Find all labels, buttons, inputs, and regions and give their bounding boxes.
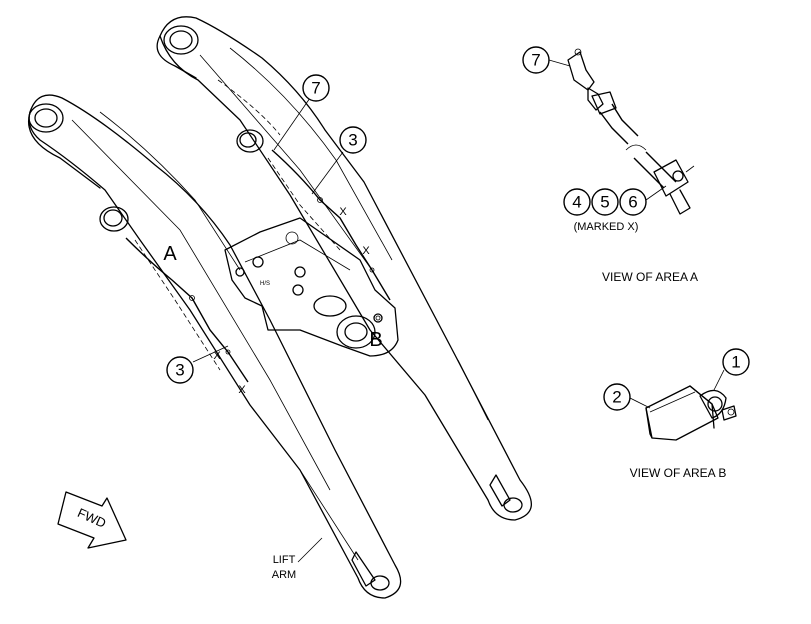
svg-text:2: 2 — [612, 388, 621, 407]
leader-2 — [629, 397, 651, 409]
grease-hose-left — [125, 237, 249, 383]
area-b-label: B — [369, 329, 382, 351]
callout-1: 1 — [722, 348, 750, 376]
svg-text:7: 7 — [311, 79, 320, 98]
svg-text:1: 1 — [731, 353, 740, 372]
x-mark: X — [362, 245, 370, 257]
callout-7-main: 7 — [302, 74, 330, 102]
detail-area-a — [567, 48, 695, 215]
leader-456 — [645, 185, 667, 201]
cross-tube-bracket: H/S — [224, 217, 399, 357]
area-a-label: A — [163, 243, 177, 265]
grease-hose-right — [271, 149, 391, 301]
view-b-caption: VIEW OF AREA B — [630, 466, 727, 480]
svg-text:4: 4 — [572, 193, 581, 212]
leader-7-detail — [548, 59, 571, 67]
bracket-text: H/S — [260, 281, 270, 287]
svg-text:6: 6 — [628, 193, 637, 212]
leader-7-main — [273, 97, 311, 151]
x-mark: X — [339, 206, 347, 218]
marked-x-note: (MARKED X) — [574, 221, 639, 233]
leader-1 — [713, 369, 725, 391]
callout-6: 6 — [619, 188, 647, 216]
lift-arm-label-line2: ARM — [272, 569, 296, 581]
x-mark: X — [213, 350, 221, 362]
svg-text:7: 7 — [531, 51, 540, 70]
svg-text:3: 3 — [348, 131, 357, 150]
lift-arm-leader — [297, 537, 323, 563]
callout-7-detail: 7 — [522, 46, 550, 74]
lift-arm-left — [28, 94, 402, 599]
lift-arm-label-line1: LIFT — [273, 554, 296, 566]
svg-text:3: 3 — [175, 361, 184, 380]
callout-4: 4 — [563, 188, 591, 216]
callout-3-left: 3 — [166, 356, 194, 384]
callout-3-right: 3 — [339, 126, 367, 154]
leader-3-right — [311, 151, 344, 195]
detail-area-b — [645, 385, 737, 441]
fwd-label: FWD — [75, 505, 108, 531]
lift-arm-right — [156, 16, 532, 521]
x-mark: X — [238, 384, 246, 396]
callout-5: 5 — [591, 188, 619, 216]
leader-3-left — [192, 345, 229, 363]
svg-text:5: 5 — [600, 193, 609, 212]
fwd-arrow: FWD — [57, 491, 127, 549]
callout-2: 2 — [603, 383, 631, 411]
view-a-caption: VIEW OF AREA A — [602, 270, 698, 284]
